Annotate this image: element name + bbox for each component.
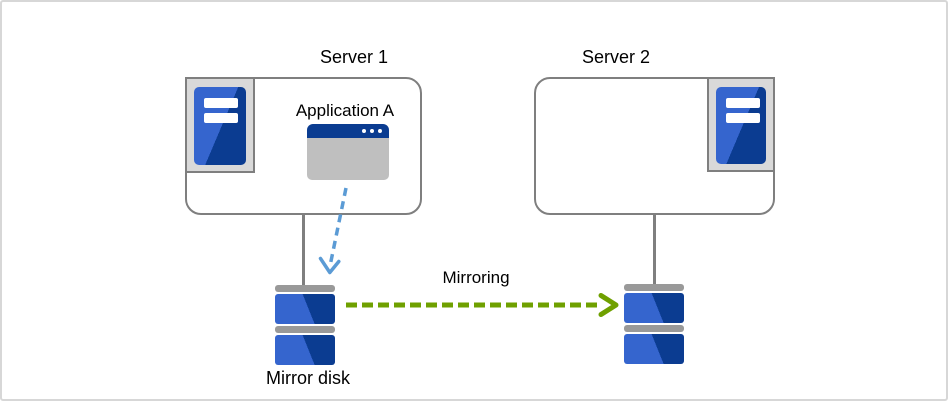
mirror-disk-right-icon [624,284,684,364]
server1-label: Server 1 [319,47,389,67]
window-body [307,137,389,180]
application-label: Application A [295,101,395,120]
server-slot [204,113,238,123]
disk-platter [275,294,335,324]
application-window-icon [307,124,389,180]
server-slot [204,98,238,108]
server-tower-body [194,87,246,165]
disk-divider [275,326,335,333]
server2-label: Server 2 [581,47,651,67]
disk-platter [275,335,335,365]
disk-platter [624,293,684,323]
server1-tower-icon [185,77,255,173]
server2-disk-connector [653,215,656,285]
window-dot-icon [377,128,382,133]
mirroring-arrow [346,293,619,317]
window-dot-icon [361,128,366,133]
server1-disk-connector [302,215,305,286]
server-slot [726,98,760,108]
server2-tower-icon [707,77,775,172]
server-tower-body [716,87,766,164]
window-dot-icon [369,128,374,133]
window-titlebar [307,124,389,138]
server-slot [726,113,760,123]
disk-platter [624,334,684,364]
mirroring-label: Mirroring [442,268,510,287]
disk-divider [624,325,684,332]
mirror-disk-left-icon [275,285,335,365]
disk-cap [624,284,684,291]
mirror-disk-label: Mirror disk [266,368,350,388]
disk-cap [275,285,335,292]
